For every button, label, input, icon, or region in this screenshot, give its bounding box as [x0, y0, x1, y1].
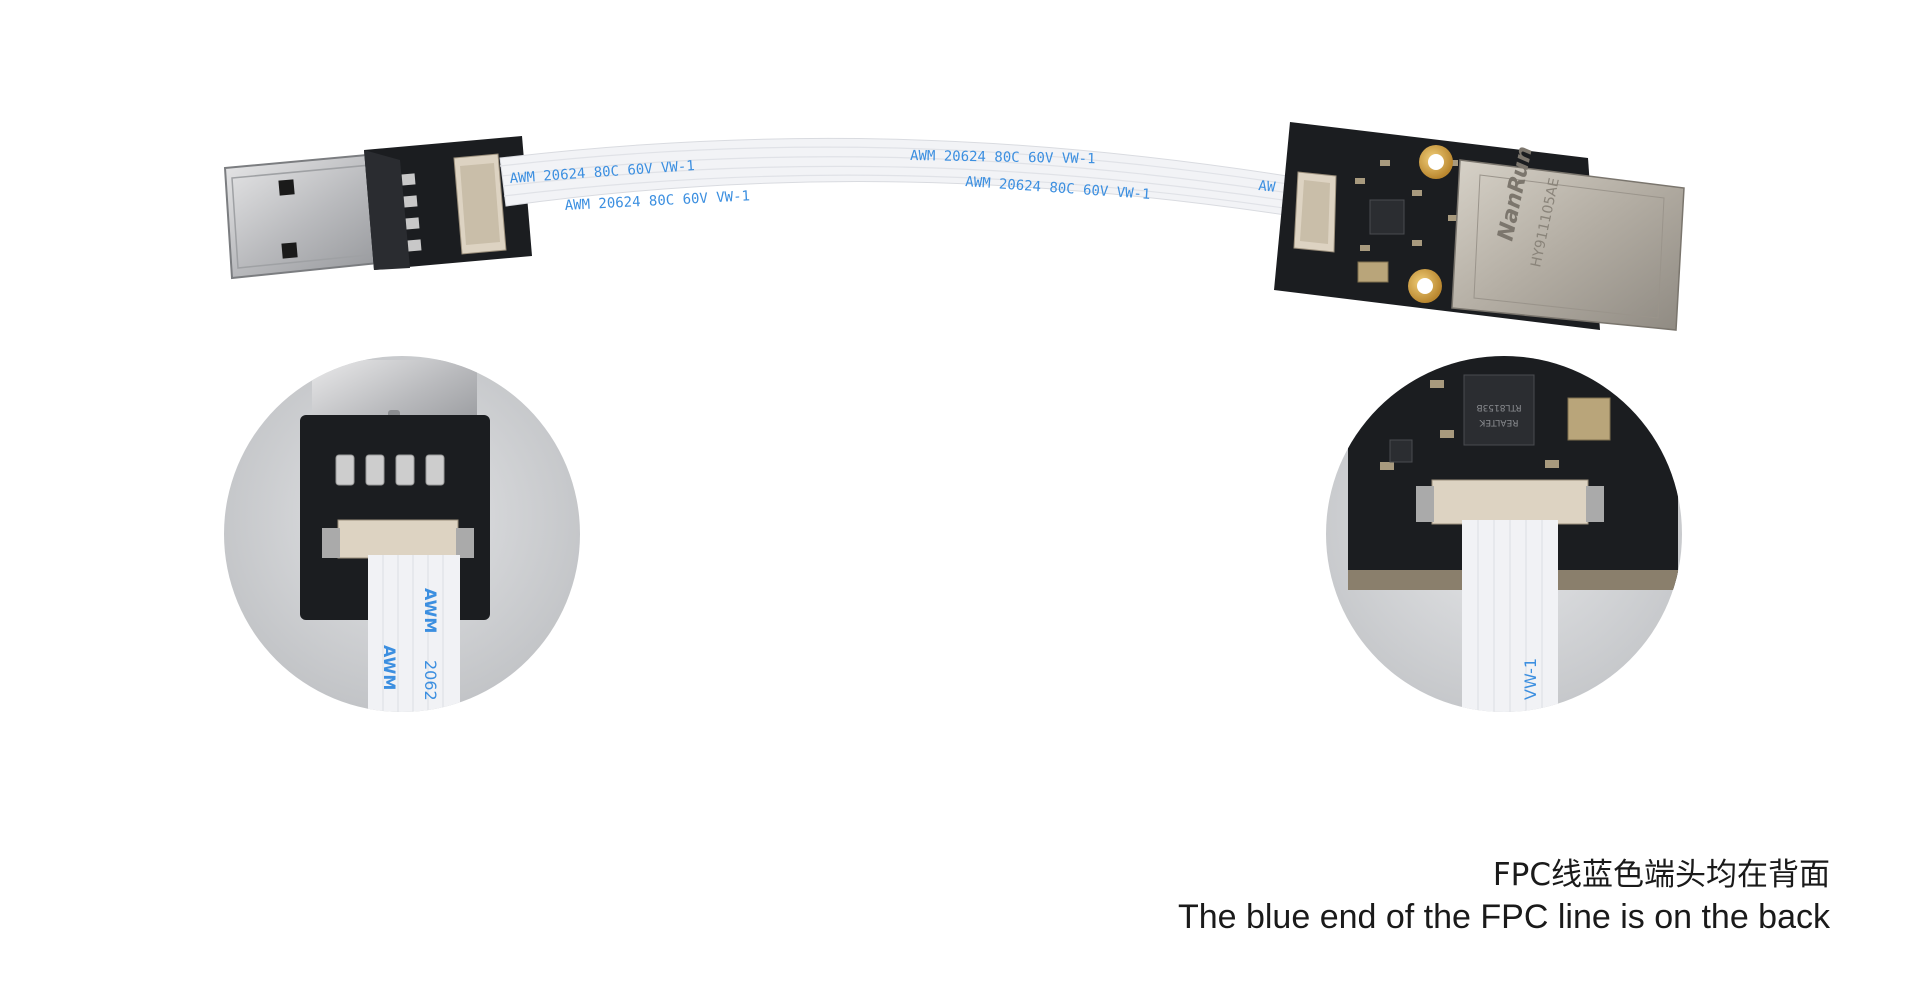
crystal-oscillator: [1357, 261, 1389, 283]
zoom-detail-usb-connector: AWM AWM 2062: [224, 356, 580, 712]
chip-maker-text: REALTEK: [1478, 417, 1518, 427]
zoom-ribbon-print: AWM: [421, 588, 440, 633]
zoom-detail-ethernet-connector: REALTEK RTL8153B VW-1: [1326, 356, 1682, 712]
ethernet-module-board: NanRun HY911105AE: [1274, 122, 1685, 331]
ribbon-print-text: AWM 20624 80C 60V VW-1: [910, 148, 1096, 167]
zoom-ribbon-print: 2062: [421, 660, 440, 701]
chip-part-text: RTL8153B: [1476, 402, 1521, 412]
rj45-jack: [1451, 159, 1685, 331]
caption-chinese: FPC线蓝色端头均在背面: [1492, 857, 1830, 893]
zoom-ribbon-print: VW-1: [1521, 658, 1540, 700]
caption-english: The blue end of the FPC line is on the b…: [1177, 898, 1830, 937]
usb-adapter-board: [364, 136, 532, 270]
ribbon-print-text-partial: AW: [1258, 178, 1277, 196]
fpc-ribbon-cable: AWM 20624 80C 60V VW-1 AWM 20624 80C 60V…: [499, 137, 1307, 219]
zoom-ribbon-print: AWM: [380, 645, 399, 690]
ethernet-controller-chip: [1369, 199, 1405, 235]
caption: FPC线蓝色端头均在背面 The blue end of the FPC lin…: [1178, 855, 1830, 939]
